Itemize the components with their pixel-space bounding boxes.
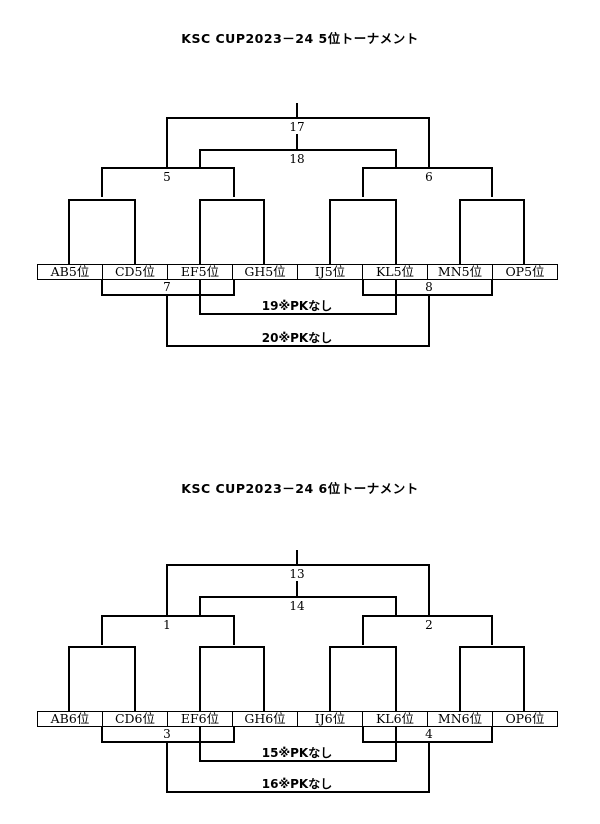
team-cell: KL6位 <box>363 712 428 726</box>
match-low-mid-label: 15※PKなし <box>262 746 332 760</box>
match-final2-label: 18 <box>289 152 304 166</box>
team-cell: EF6位 <box>168 712 233 726</box>
match-low-left-label: 3 <box>163 727 171 741</box>
team-row: AB5位 CD5位 EF5位 GH5位 IJ5位 KL5位 MN5位 OP5位 <box>37 264 558 280</box>
team-row: AB6位 CD6位 EF6位 GH6位 IJ6位 KL6位 MN6位 OP6位 <box>37 711 558 727</box>
match-low-left-label: 7 <box>163 280 171 294</box>
team-cell: GH5位 <box>233 265 298 279</box>
team-cell: AB5位 <box>38 265 103 279</box>
team-cell: OP6位 <box>505 711 545 726</box>
team-cell: CD6位 <box>103 712 168 726</box>
team-cell: OP5位 <box>505 264 545 279</box>
team-cell: IJ5位 <box>298 265 363 279</box>
match-right-label: 2 <box>425 618 433 632</box>
bracket-title: KSC CUP2023－24 6位トーナメント <box>181 481 419 496</box>
team-cell: MN6位 <box>428 712 493 726</box>
match-low-mid-label: 19※PKなし <box>262 299 332 313</box>
bracket-lines: 17 18 5 6 7 8 19※PKなし 20※PKなし <box>68 103 525 347</box>
team-cell: KL5位 <box>363 265 428 279</box>
match-final2-label: 14 <box>289 599 305 613</box>
match-low-outer-label: 20※PKなし <box>262 331 332 345</box>
match-right-label: 6 <box>425 170 433 184</box>
match-final-label: 13 <box>289 567 304 581</box>
match-left-label: 1 <box>163 618 171 632</box>
bracket-title: KSC CUP2023－24 5位トーナメント <box>181 31 419 46</box>
team-cell: EF5位 <box>168 265 233 279</box>
match-left-label: 5 <box>163 170 171 184</box>
team-cell: GH6位 <box>233 712 298 726</box>
team-cell: CD5位 <box>103 265 168 279</box>
bracket-lines: 13 14 1 2 3 4 15※PKなし 16※PKなし <box>68 550 525 793</box>
match-final-label: 17 <box>289 120 304 134</box>
match-low-outer-label: 16※PKなし <box>262 777 332 791</box>
team-cell: MN5位 <box>428 265 493 279</box>
match-low-right-label: 4 <box>425 727 433 741</box>
match-low-right-label: 8 <box>425 280 433 294</box>
team-cell: AB6位 <box>38 712 103 726</box>
team-cell: IJ6位 <box>298 712 363 726</box>
